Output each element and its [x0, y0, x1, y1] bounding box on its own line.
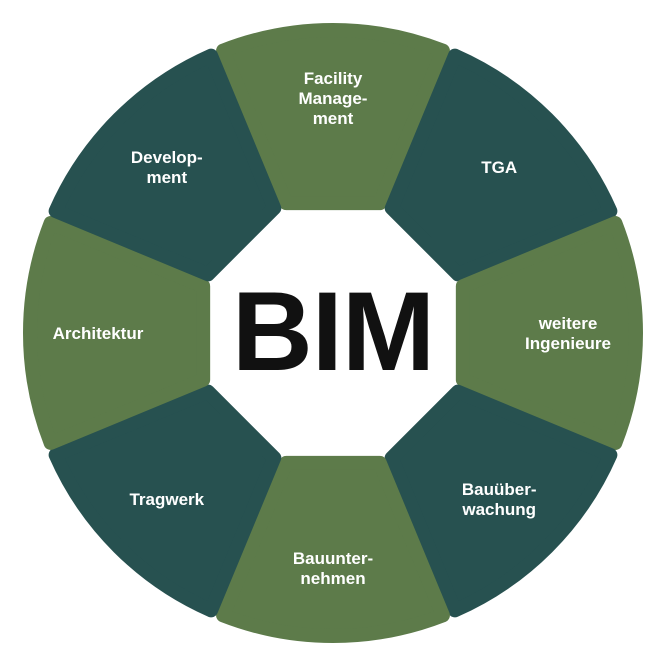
- segment-label-tga: TGA: [481, 158, 517, 177]
- segment-label-bauueberwachung: Bauüber-wachung: [461, 480, 536, 519]
- segment-label-bauunternehmen: Bauunter-nehmen: [293, 549, 373, 588]
- segment-label-line: Facility: [304, 69, 363, 88]
- segment-label-development: Develop-ment: [131, 148, 203, 187]
- segment-label-line: Develop-: [131, 148, 203, 167]
- segment-label-line: nehmen: [300, 569, 365, 588]
- segment-facility-management: [216, 23, 450, 211]
- center-label: BIM: [232, 269, 434, 394]
- segment-architektur: [23, 216, 211, 450]
- segment-label-line: Bauunter-: [293, 549, 373, 568]
- segment-weitere-ingenieure: [455, 216, 643, 450]
- segment-tragwerk: [48, 384, 282, 618]
- segment-label-line: Ingenieure: [525, 334, 611, 353]
- segment-label-tragwerk: Tragwerk: [129, 490, 204, 509]
- segment-label-line: Bauüber-: [462, 480, 537, 499]
- segment-label-line: wachung: [461, 500, 536, 519]
- segment-label-line: TGA: [481, 158, 517, 177]
- segment-label-line: Tragwerk: [129, 490, 204, 509]
- segment-bauunternehmen: [216, 455, 450, 643]
- segment-label-line: ment: [146, 168, 187, 187]
- segment-label-line: weitere: [538, 314, 598, 333]
- segment-tga: [384, 48, 618, 282]
- segment-label-architektur: Architektur: [53, 324, 144, 343]
- segment-development: [48, 48, 282, 282]
- segment-bauueberwachung: [384, 384, 618, 618]
- segment-label-line: ment: [313, 109, 354, 128]
- segment-label-line: Manage-: [299, 89, 368, 108]
- segment-label-line: Architektur: [53, 324, 144, 343]
